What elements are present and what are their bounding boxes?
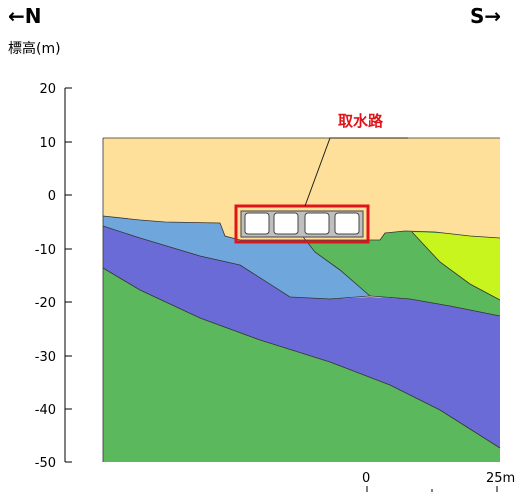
culvert-cell [304,212,330,235]
y-axis-label: 標高(m) [8,41,61,57]
scale-bar: 0 25m [362,471,515,492]
culvert-highlight-frame [234,204,370,244]
layer-boundaries [102,137,501,462]
purple-layer [103,226,500,448]
y-tick-label: -20 [35,296,56,311]
callout-label: 取水路 [338,112,384,130]
y-tick-label: -50 [35,456,56,471]
culvert-cell [334,212,360,235]
y-tick-label: -40 [35,403,56,418]
y-tick-label: 20 [39,82,56,97]
y-axis [64,87,72,463]
strata [103,138,500,462]
south-direction-label: S→ [470,4,502,28]
north-direction-label: ←N [8,4,42,28]
y-tick-label: -30 [35,350,56,365]
culvert-cell [273,212,299,235]
callout: 取水路 [304,112,408,207]
yellow-green-layer [412,232,500,300]
culvert-cell [244,212,270,235]
scale-start-label: 0 [362,471,370,486]
y-tick-label: 0 [48,189,56,204]
deep-green-layer [103,268,500,462]
y-tick-label: -10 [35,243,56,258]
y-tick-labels: 20 10 0 -10 -20 -30 -40 -50 [35,82,56,471]
scale-end-label: 25m [486,471,515,486]
culvert [234,204,370,244]
fill-soil-layer [103,138,500,240]
light-blue-layer [103,216,370,299]
y-tick-label: 10 [39,136,56,151]
callout-leader-line [304,137,408,207]
